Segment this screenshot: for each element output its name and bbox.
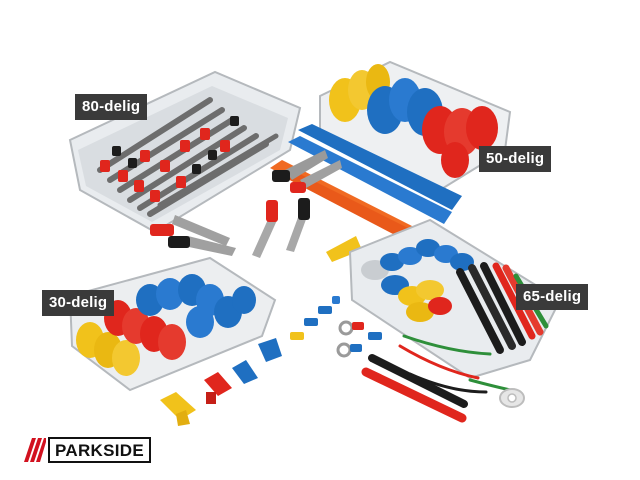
heat-shrink-and-wires xyxy=(361,334,522,423)
crocodile-clips xyxy=(150,150,362,262)
case-30-pieces xyxy=(68,256,277,392)
brand-logo: PARKSIDE xyxy=(22,436,151,464)
case-65-pieces xyxy=(348,218,562,380)
set-80-label: 80-delig xyxy=(75,94,148,120)
loose-connectors xyxy=(160,296,382,426)
brand-name: PARKSIDE xyxy=(48,437,151,463)
set-50-label: 50-delig xyxy=(479,146,552,172)
case-50-pieces xyxy=(319,60,512,192)
set-65-label: 65-delig xyxy=(516,284,589,310)
case-80-pieces xyxy=(68,70,302,234)
cable-clip xyxy=(499,388,525,408)
logo-stripes-icon xyxy=(24,438,46,462)
set-30-label: 30-delig xyxy=(42,290,115,316)
